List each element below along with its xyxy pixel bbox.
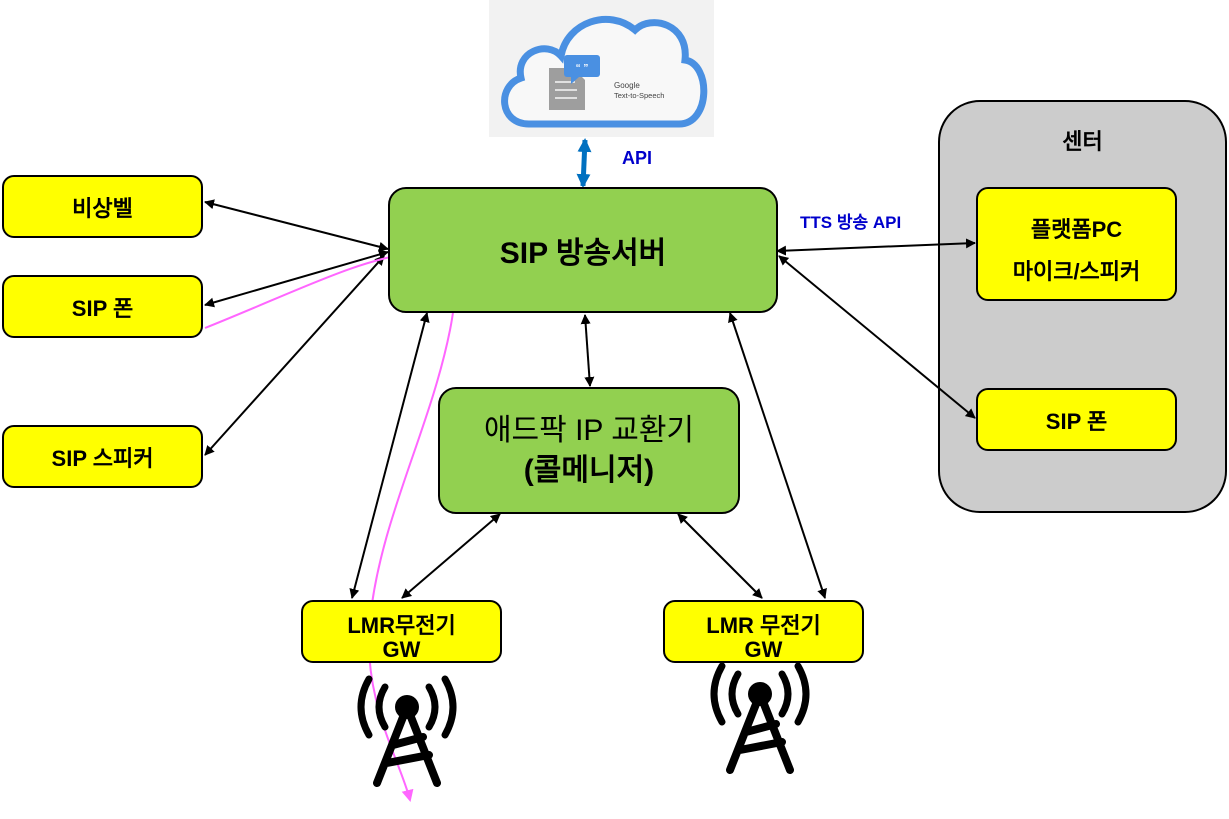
pbx-label-line2: (콜메니저)	[523, 453, 655, 487]
platform-pc-node[interactable]: 플랫폼PC 마이크/스피커	[976, 187, 1177, 301]
google-label: Google	[614, 81, 640, 90]
center-sip-phone-node[interactable]: SIP 폰	[976, 388, 1177, 451]
link-speaker-server	[204, 255, 385, 456]
pbx-label-line1: 애드팍 IP 교환기	[483, 413, 695, 447]
lmr-gateway-right[interactable]: LMR 무전기 GW	[663, 600, 864, 663]
link-server-centerphone	[778, 255, 976, 419]
mic-speaker-label: 마이크/스피커	[1012, 259, 1141, 284]
document-icon	[549, 55, 600, 110]
sip-broadcast-server[interactable]: SIP 방송서버	[388, 187, 778, 313]
link-bell-server	[204, 199, 389, 252]
lmr-left-gw-label: GW	[382, 636, 421, 662]
sip-phone-node[interactable]: SIP 폰	[2, 275, 203, 338]
google-tts-cloud: “ ” Google Text-to-Speech	[489, 0, 714, 137]
lmr-left-label: LMR무전기	[347, 612, 456, 638]
link-server-lmrright	[728, 312, 827, 599]
lmr-gateway-left[interactable]: LMR무전기 GW	[301, 600, 502, 663]
radio-tower-icon	[357, 675, 457, 787]
link-pbx-lmrleft	[401, 513, 501, 599]
api-label: API	[622, 148, 653, 168]
emergency-bell-label: 비상벨	[72, 195, 133, 221]
lmr-right-label: LMR 무전기	[706, 612, 821, 638]
svg-text:“ ”: “ ”	[576, 63, 589, 74]
link-pbx-lmrright	[677, 513, 763, 599]
sip-phone-label: SIP 폰	[71, 295, 134, 321]
tts-api-label: TTS 방송 API	[800, 213, 902, 232]
ip-pbx-call-manager[interactable]: 애드팍 IP 교환기 (콜메니저)	[438, 387, 740, 514]
link-server-pbx	[580, 314, 595, 387]
api-arrow	[576, 138, 592, 188]
center-title: 센터	[1062, 129, 1103, 154]
radio-tower-icon	[710, 662, 810, 774]
link-server-lmrleft	[349, 312, 430, 599]
link-sipphone-server	[204, 249, 389, 308]
center-sip-phone-label: SIP 폰	[1045, 408, 1108, 434]
platform-pc-label: 플랫폼PC	[1030, 217, 1123, 242]
link-server-platform	[776, 238, 976, 256]
cloud-icon: “ ” Google Text-to-Speech	[501, 16, 708, 128]
sip-speaker-label: SIP 스피커	[51, 445, 154, 471]
sip-server-label: SIP 방송서버	[499, 237, 667, 270]
lmr-right-gw-label: GW	[744, 636, 783, 662]
emergency-bell-node[interactable]: 비상벨	[2, 175, 203, 238]
tts-label: Text-to-Speech	[614, 91, 664, 100]
sip-speaker-node[interactable]: SIP 스피커	[2, 425, 203, 488]
